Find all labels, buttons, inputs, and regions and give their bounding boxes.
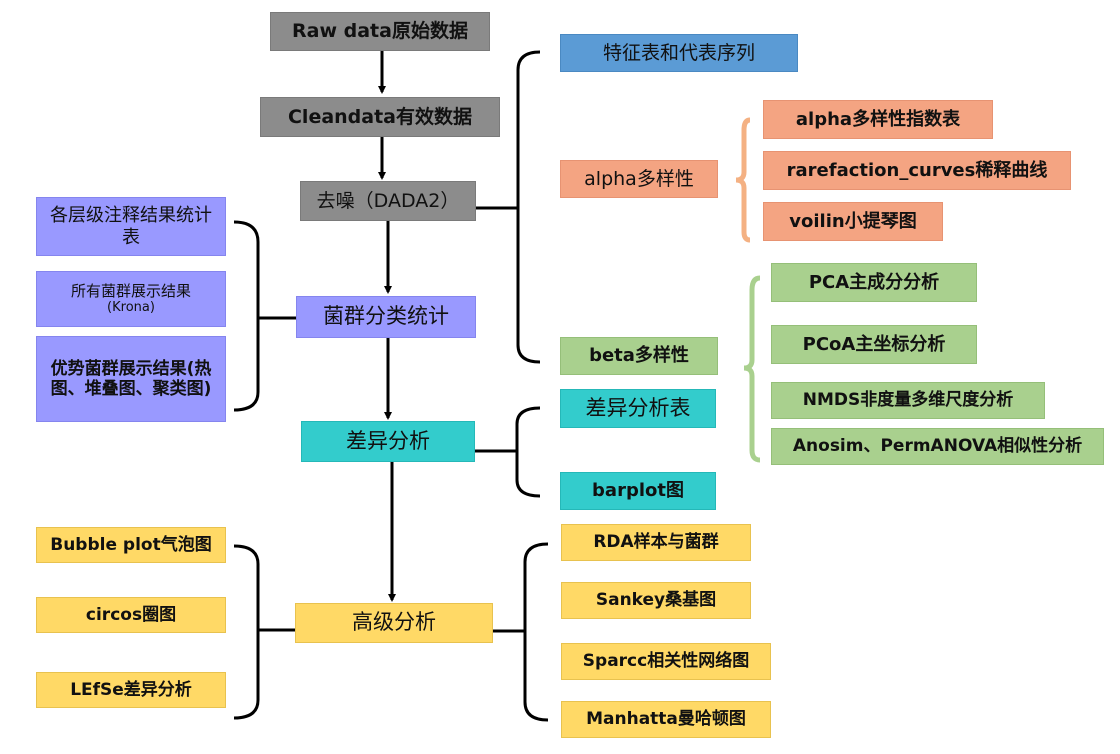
beta-brace [743,275,761,463]
taxonomy-node: 菌群分类统计 [296,296,476,338]
diff-output: barplot图 [560,472,716,510]
raw-data-node: Raw data原始数据 [270,12,490,51]
diff-brace [475,406,541,498]
cleandata-node: Cleandata有效数据 [260,97,500,137]
krona-subtitle: (Krona) [107,300,155,316]
beta-item: Anosim、PermANOVA相似性分析 [771,428,1104,465]
beta-item: PCoA主坐标分析 [771,325,977,364]
beta-diversity-node: beta多样性 [560,337,718,375]
denoise-brace [476,50,541,364]
krona-node: 所有菌群展示结果 (Krona) [36,271,226,327]
advanced-left-item: circos圈图 [36,597,226,633]
advanced-left-item: Bubble plot气泡图 [36,527,226,563]
advanced-right-item: Sankey桑基图 [561,582,751,619]
alpha-item: voilin小提琴图 [763,202,943,241]
diff-output: 差异分析表 [560,389,716,428]
denoise-node: 去噪（DADA2） [300,181,476,221]
advanced-right-brace [493,542,549,722]
taxonomy-brace [233,220,296,412]
advanced-left-brace [233,544,295,720]
advanced-right-item: RDA样本与菌群 [561,524,751,561]
feature-table-node: 特征表和代表序列 [560,34,798,72]
beta-item: PCA主成分分析 [771,263,977,302]
alpha-diversity-node: alpha多样性 [560,160,718,198]
beta-item: NMDS非度量多维尺度分析 [771,382,1045,419]
alpha-item: alpha多样性指数表 [763,100,993,139]
dominant-flora-node: 优势菌群展示结果(热图、堆叠图、聚类图) [36,336,226,422]
advanced-analysis-node: 高级分析 [295,603,493,643]
advanced-right-item: Manhatta曼哈顿图 [561,701,771,738]
advanced-right-item: Sparcc相关性网络图 [561,643,771,680]
level-stats-node: 各层级注释结果统计表 [36,197,226,256]
krona-title: 所有菌群展示结果 [70,282,191,301]
alpha-item: rarefaction_curves稀释曲线 [763,151,1071,190]
diff-analysis-node: 差异分析 [301,421,475,462]
advanced-left-item: LEfSe差异分析 [36,672,226,708]
alpha-brace [735,117,751,243]
